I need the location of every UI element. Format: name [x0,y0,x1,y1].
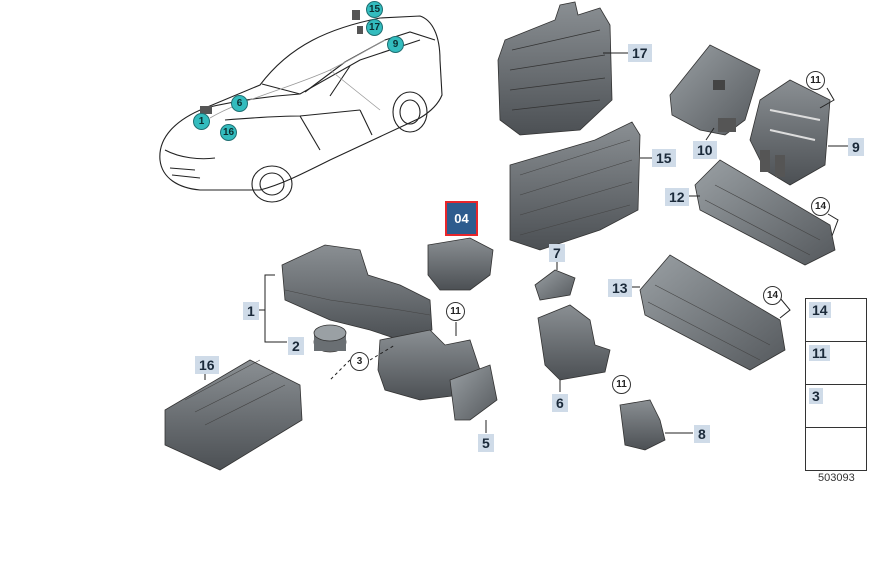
part-1-shape [281,244,433,341]
callout-14-part12[interactable]: 14 [811,197,830,216]
car-callout-1[interactable]: 1 [193,113,210,130]
part-17-shape [497,1,613,136]
car-module-15 [352,10,360,20]
part-label-8[interactable]: 8 [694,425,710,443]
part-label-9[interactable]: 9 [848,138,864,156]
car-module-1 [200,106,212,114]
part-8-shape [619,399,666,451]
car-outline [159,15,443,203]
legend-item-3[interactable]: 3 [805,384,867,428]
legend-label-3: 3 [809,388,823,404]
part-10-shape [669,44,761,136]
part-label-12[interactable]: 12 [665,188,689,206]
callout-14-part13[interactable]: 14 [763,286,782,305]
callout-11-part6[interactable]: 11 [612,375,631,394]
legend-label-11: 11 [809,345,830,361]
part-6-shape [537,304,611,381]
part-label-10[interactable]: 10 [693,141,717,159]
part-04-shape [427,237,494,291]
callout-11-part9[interactable]: 11 [806,71,825,90]
highlight-04-label[interactable]: 04 [445,201,478,236]
callout-11-bracket[interactable]: 11 [446,302,465,321]
diagram-id: 503093 [818,472,855,484]
part-label-1[interactable]: 1 [243,302,259,320]
legend-label-14: 14 [809,302,831,318]
legend-arrow-box [805,427,867,471]
car-callout-17[interactable]: 17 [366,19,383,36]
part-label-17[interactable]: 17 [628,44,652,62]
car-callout-9[interactable]: 9 [387,36,404,53]
part-7-shape [534,269,576,301]
callout-3[interactable]: 3 [350,352,369,371]
part-2-shape [313,324,347,353]
part-13-shape [639,254,786,371]
legend-item-14[interactable]: 14 [805,298,867,342]
part-label-15[interactable]: 15 [652,149,676,167]
part-5-shape [449,364,498,421]
legend-item-11[interactable]: 11 [805,341,867,385]
part-label-16[interactable]: 16 [195,356,219,374]
car-module-17 [357,26,363,34]
car-callout-16[interactable]: 16 [220,124,237,141]
car-callout-6[interactable]: 6 [231,95,248,112]
dashed-leader-3 [329,344,396,381]
part-label-6[interactable]: 6 [552,394,568,412]
part-12-shape [694,159,836,266]
part-15-shape [509,121,641,251]
part-label-13[interactable]: 13 [608,279,632,297]
part-label-5[interactable]: 5 [478,434,494,452]
car-callout-15[interactable]: 15 [366,1,383,18]
part-label-2[interactable]: 2 [288,337,304,355]
part-label-7[interactable]: 7 [549,244,565,262]
part-9-shape [749,79,831,186]
part-16-shape [164,359,303,471]
